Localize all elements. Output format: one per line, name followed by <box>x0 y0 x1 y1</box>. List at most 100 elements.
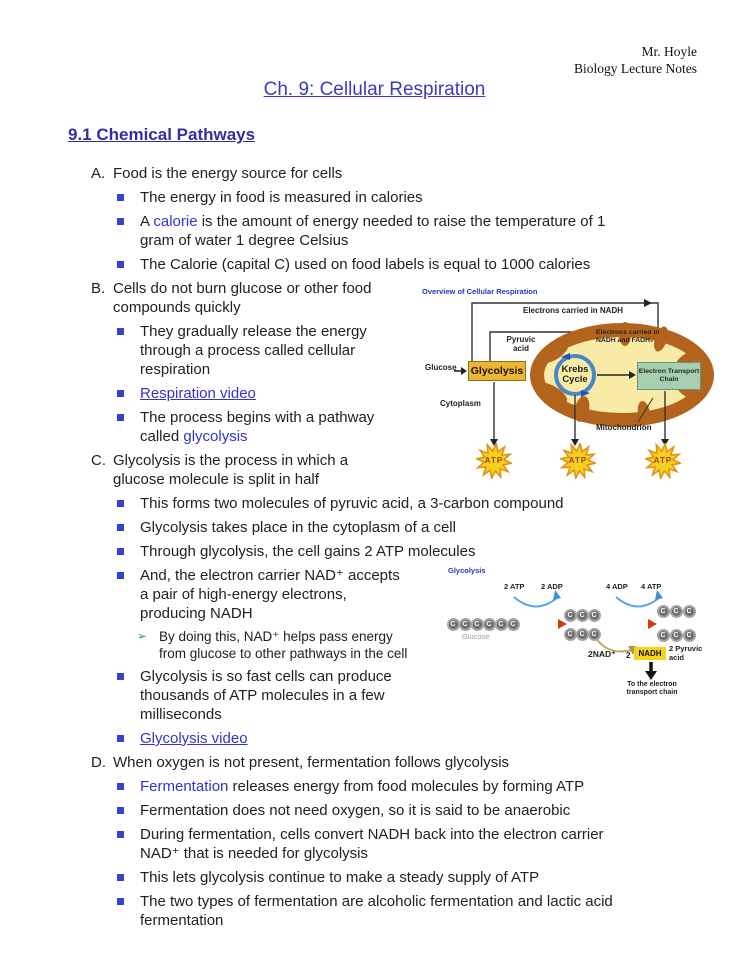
arrowhead-right-icon <box>629 371 636 379</box>
outline-text: Fermentation releases energy from food m… <box>140 778 585 795</box>
etc-box: Electron Transport Chain <box>637 362 701 390</box>
carbon-circle: C <box>458 617 472 631</box>
bullet-square-icon <box>117 874 124 881</box>
term-highlight: glycolysis <box>183 428 248 445</box>
atp-burst: ATP <box>558 441 598 481</box>
carbon-circle: C <box>446 617 460 631</box>
carbon-circle: C <box>470 617 484 631</box>
carbon-circle: C <box>575 627 589 641</box>
outline-text: The two types of fermentation are alcoho… <box>140 893 613 929</box>
carbon-circle: C <box>575 608 589 622</box>
bullet-item: Through glycolysis, the cell gains 2 ATP… <box>117 542 697 561</box>
respiration-video-link[interactable]: Respiration video <box>140 385 256 402</box>
bullet-square-icon <box>117 390 124 397</box>
outline-item: B.Cells do not burn glucose or other foo… <box>91 279 697 317</box>
bullet-item: Glycolysis video <box>117 729 697 748</box>
krebs-cycle-ring <box>554 354 596 396</box>
sub-arrow-icon: ➢ <box>137 629 148 643</box>
carbon-circle: C <box>563 608 577 622</box>
pyruvic-acid-label: 2 Pyruvic acid <box>669 644 703 662</box>
outline-text: Glycolysis takes place in the cytoplasm … <box>140 519 456 536</box>
label-4adp: 4 ADP <box>606 582 628 591</box>
outline-text: The energy in food is measured in calori… <box>140 189 423 206</box>
bullet-item: Fermentation releases energy from food m… <box>117 777 697 796</box>
bullet-item: The energy in food is measured in calori… <box>117 188 697 207</box>
carbon-circle: C <box>682 628 696 642</box>
bullet-item: A calorie is the amount of energy needed… <box>117 212 697 250</box>
outline-text: Glycolysis video <box>140 729 248 748</box>
carbon-circle: C <box>506 617 520 631</box>
overview-diagram-art <box>454 299 714 446</box>
bullet-square-icon <box>117 783 124 790</box>
electrons-nadh-label: Electrons carried in NADH <box>522 306 624 315</box>
pyruvic-acid-label: Pyruvic acid <box>506 335 536 353</box>
header-author: Mr. Hoyle <box>641 44 698 59</box>
label-2atp: 2 ATP <box>504 582 525 591</box>
carbon-circle: C <box>587 627 601 641</box>
bullet-item: The two types of fermentation are alcoho… <box>117 892 697 930</box>
carbon-circle: C <box>669 628 683 642</box>
outline-text: Through glycolysis, the cell gains 2 ATP… <box>140 543 476 560</box>
carbon-circle: C <box>682 604 696 618</box>
atp-burst-label: ATP <box>568 456 588 465</box>
outline-text: When oxygen is not present, fermentation… <box>113 754 510 771</box>
mitochondrion-label: Mitochondrion <box>596 423 652 432</box>
glycolysis-diagram: Glycolysis 2 ATP 2 ADP 4 ADP 4 ATP Gluco… <box>440 564 749 700</box>
arrowhead-up-icon <box>655 590 663 600</box>
section-heading-9-1: 9.1 Chemical Pathways <box>68 125 256 144</box>
bullet-square-icon <box>117 218 124 225</box>
atp-burst: ATP <box>643 441 683 481</box>
outline-text: This lets glycolysis continue to make a … <box>140 869 540 886</box>
outline-item: A. Food is the energy source for cells <box>91 164 697 183</box>
atp-burst-label: ATP <box>484 456 504 465</box>
carbon-circle: C <box>563 627 577 641</box>
carbon-circle: C <box>482 617 496 631</box>
outline-letter: D. <box>91 754 106 771</box>
glycolysis-diagram-art <box>513 590 663 680</box>
arrowhead-up-icon <box>553 590 561 600</box>
bullet-item: This forms two molecules of pyruvic acid… <box>117 494 697 513</box>
arrowhead-down-icon <box>645 671 657 680</box>
adp-atp-arc <box>615 596 661 608</box>
outline-text: Food is the energy source for cells <box>113 165 343 182</box>
outline-text: This forms two molecules of pyruvic acid… <box>140 495 564 512</box>
arrowhead-right-icon <box>461 367 467 375</box>
glycolysis-video-link[interactable]: Glycolysis video <box>140 730 248 747</box>
outline-text: A calorie is the amount of energy needed… <box>140 213 606 249</box>
glycolysis-box: Glycolysis <box>468 361 526 381</box>
to-etc-label: To the electron transport chain <box>626 681 678 696</box>
krebs-cycle-label: Krebs Cycle <box>561 364 589 385</box>
nad-nadh-arc <box>595 637 633 653</box>
atp-burst: ATP <box>474 441 514 481</box>
bullet-item: During fermentation, cells convert NADH … <box>117 825 697 863</box>
atp-star-icon <box>643 441 683 481</box>
bullet-square-icon <box>117 261 124 268</box>
nadh-box: NADH <box>634 647 666 660</box>
bullet-item: The Calorie (capital C) used on food lab… <box>117 255 697 274</box>
outline-text: During fermentation, cells convert NADH … <box>140 826 604 862</box>
term-highlight: Fermentation <box>140 778 229 795</box>
label-4atp: 4 ATP <box>641 582 662 591</box>
outline-letter: A. <box>91 165 106 182</box>
cytoplasm-label: Cytoplasm <box>440 399 481 408</box>
outline-text: The Calorie (capital C) used on food lab… <box>140 256 591 273</box>
atp-burst-label: ATP <box>653 456 673 465</box>
overview-diagram: Overview of Cellular Respiration Electro… <box>420 287 749 483</box>
bullet-square-icon <box>117 500 124 507</box>
arrowhead-right-icon <box>644 299 652 307</box>
outline-text: Fermentation does not need oxygen, so it… <box>140 802 571 819</box>
bullet-square-icon <box>117 807 124 814</box>
glycolysis-diagram-title: Glycolysis <box>448 566 486 575</box>
glucose-label: Glucose <box>425 363 457 372</box>
carbon-circle: C <box>494 617 508 631</box>
doc-header: Mr. Hoyle Biology Lecture Notes <box>574 43 697 77</box>
